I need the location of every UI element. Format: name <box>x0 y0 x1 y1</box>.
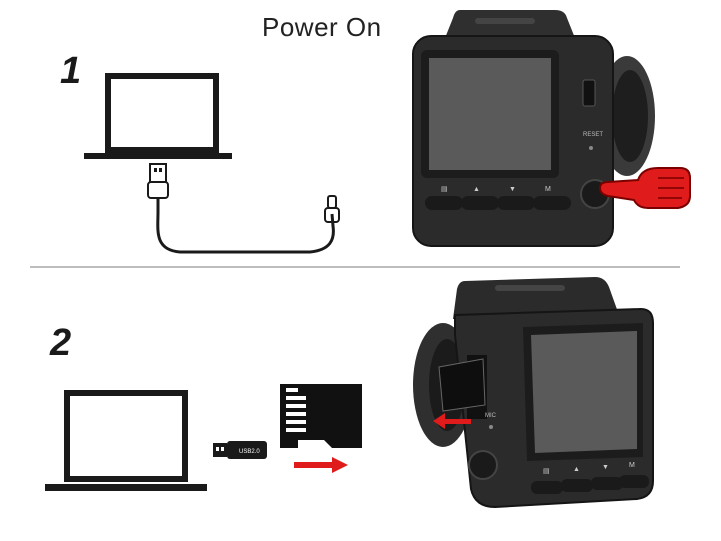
laptop-icon <box>84 73 232 159</box>
section-divider <box>30 266 680 268</box>
pointing-hand-icon <box>598 167 691 209</box>
svg-text:▼: ▼ <box>602 464 609 471</box>
insert-arrow-icon <box>294 457 348 473</box>
button-up-label: ▲ <box>473 186 480 193</box>
usb-label: USB2.0 <box>239 449 260 455</box>
dashcam-front-icon: RESET ▤ ▲ ▼ M <box>412 10 655 247</box>
svg-text:▤: ▤ <box>441 186 448 193</box>
step-2-number: 2 <box>50 322 72 364</box>
svg-text:M: M <box>629 462 635 469</box>
button-down-label: ▼ <box>509 186 516 193</box>
button-m-label: M <box>545 186 551 193</box>
step-1-number: 1 <box>60 50 82 92</box>
page-title: Power On <box>262 12 382 42</box>
usb-cable-icon <box>147 163 340 254</box>
microsd-card-icon <box>280 384 362 448</box>
mic-label: MIC <box>485 413 497 419</box>
laptop-2-icon <box>45 390 207 491</box>
dashcam-side-icon: MIC ▤ ▲ ▼ M <box>413 277 654 509</box>
svg-text:▲: ▲ <box>573 466 580 473</box>
svg-text:▤: ▤ <box>543 468 550 475</box>
usb-reader-icon: USB2.0 <box>213 441 267 459</box>
reset-label: RESET <box>583 132 603 138</box>
